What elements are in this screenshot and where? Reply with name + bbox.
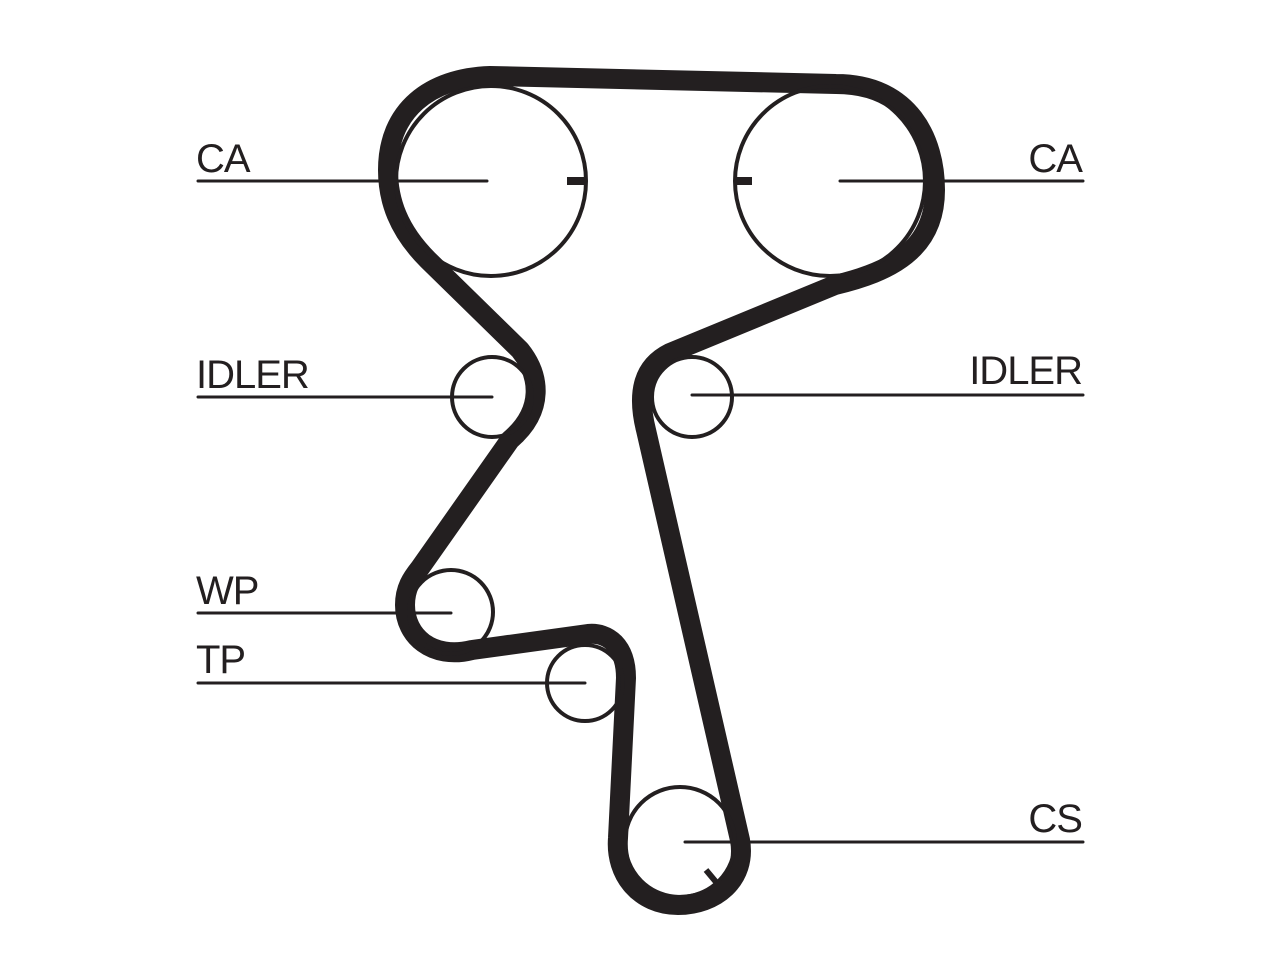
idler-pulley-right	[650, 355, 734, 439]
timing-belt	[378, 66, 945, 915]
label-idler-right: IDLER	[969, 349, 1082, 393]
crankshaft-timing-mark	[703, 868, 719, 884]
label-tensioner: TP	[196, 638, 245, 682]
label-cam-left: CA	[196, 137, 251, 181]
label-cam-right: CA	[1028, 137, 1083, 181]
label-idler-left: IDLER	[196, 353, 309, 397]
label-crankshaft: CS	[1028, 797, 1082, 841]
label-water-pump: WP	[196, 569, 258, 613]
